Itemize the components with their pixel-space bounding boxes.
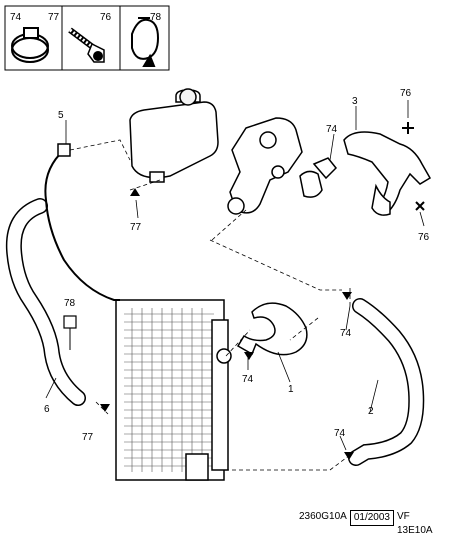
legend-ref-77: 77 (48, 12, 60, 23)
radiator-core (124, 308, 214, 472)
sensor-cable-5 (44, 149, 120, 301)
connection-lines (69, 139, 351, 471)
callout-6: 6 (44, 404, 50, 415)
marker-plus-icon (402, 122, 414, 134)
pipe-clip-icon (131, 17, 160, 67)
callout-76-top: 76 (400, 88, 412, 99)
callout-3: 3 (352, 96, 358, 107)
callout-74-hose2-top: 74 (340, 328, 352, 339)
footer-code: VF 13E10A (396, 511, 433, 536)
thermostat-housing (227, 117, 338, 215)
callout-78: 78 (64, 298, 76, 309)
diagram-footer: 2360G10A 01/2003 VF 13E10A (296, 510, 450, 536)
callout-leaders (45, 100, 425, 451)
legend-ref-74: 74 (10, 12, 22, 23)
footer-ref: 2360G10A (299, 511, 347, 522)
callout-74-thermostat: 74 (326, 124, 338, 135)
marker-cross-icon (415, 201, 425, 211)
bolt-icon (68, 27, 105, 63)
callout-5: 5 (58, 110, 64, 121)
legend-ref-78: 78 (150, 12, 162, 23)
callout-77-hose6: 77 (82, 432, 94, 443)
callout-1: 1 (288, 384, 294, 395)
callout-74-radiator: 74 (242, 374, 254, 385)
hose-clamp-icon (11, 27, 49, 63)
callout-2: 2 (368, 406, 374, 417)
parts-legend: 74 77 76 78 (4, 5, 170, 71)
callout-74-hose2-bottom: 74 (334, 428, 346, 439)
hose-3 (343, 131, 432, 216)
callout-77-tank: 77 (130, 222, 142, 233)
legend-ref-76: 76 (100, 12, 112, 23)
expansion-tank (129, 88, 219, 183)
radiator (115, 299, 232, 481)
footer-date: 01/2003 (349, 510, 394, 526)
hose-1 (236, 302, 308, 356)
arrow-markers (100, 188, 354, 460)
clip-78 (63, 315, 77, 350)
callout-76-bottom: 76 (418, 232, 430, 243)
